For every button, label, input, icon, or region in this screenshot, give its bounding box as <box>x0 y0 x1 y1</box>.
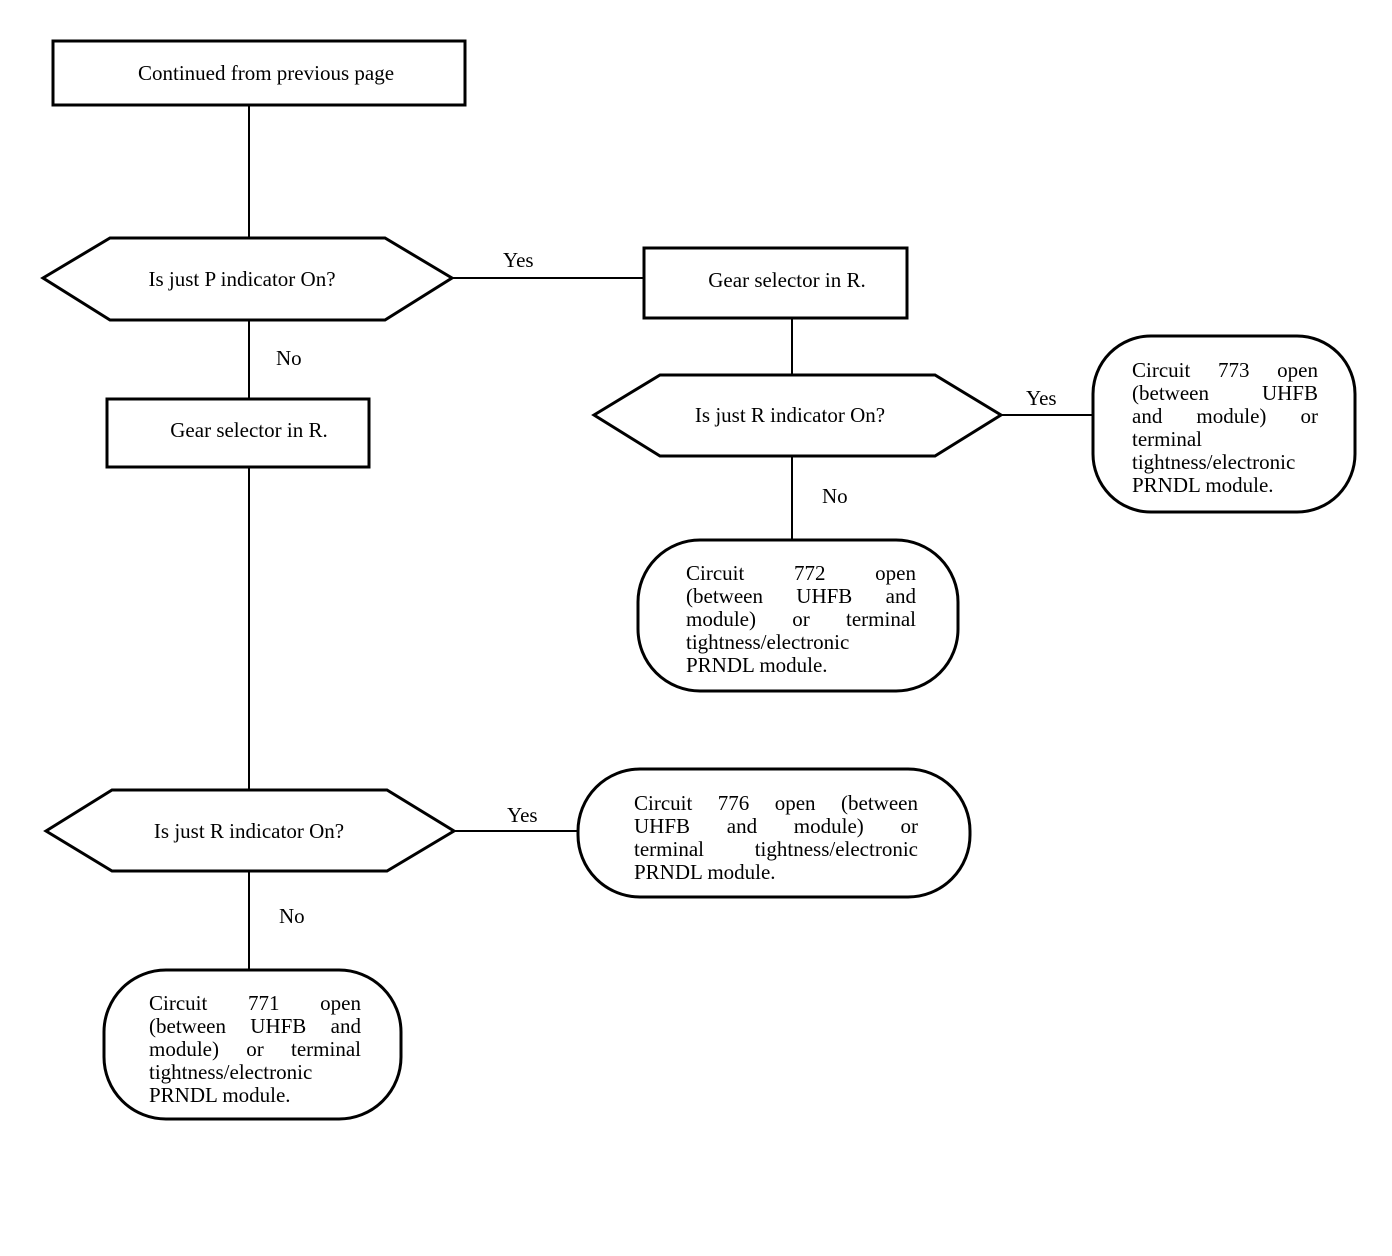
result-text-word: Circuit <box>149 991 207 1015</box>
start-box <box>51 39 467 107</box>
decision-r-on-upper-label: Is just R indicator On? <box>695 403 885 427</box>
result-773-shape <box>1091 334 1357 514</box>
result-text-word: Circuit <box>1132 358 1190 382</box>
result-text-word: open <box>775 791 816 815</box>
result-text-word: or <box>1301 404 1319 428</box>
result-772-node: Circuit 772 open (between UHFB and module) or te… <box>636 538 960 693</box>
result-text-line: tightness/electronic <box>1132 450 1295 474</box>
decision-r-on-lower: Is just R indicator On? <box>43 788 457 873</box>
gear-selector-right-node: Gear selector in R. <box>642 246 909 320</box>
decision-r-on-lower-shape <box>43 788 457 873</box>
result-text-line: tightness/electronic <box>686 630 849 654</box>
result-text-word: and <box>727 814 758 838</box>
result-text-line: PRNDL module. <box>149 1083 291 1107</box>
result-text-word: 773 <box>1218 358 1250 382</box>
result-text-word: module) <box>794 814 864 838</box>
start-label: Continued from previous page <box>138 61 394 85</box>
gear-selector-right-label: Gear selector in R. <box>708 268 865 292</box>
result-text-word: or <box>246 1037 264 1061</box>
result-771-text: Circuit 771 open (between UHFB and module) or te… <box>149 991 361 1107</box>
result-771-node: Circuit 771 open (between UHFB and module) or te… <box>102 968 403 1121</box>
result-text-word: open <box>1277 358 1318 382</box>
result-772-shape <box>636 538 960 693</box>
connectors <box>248 105 1093 970</box>
result-text-word: (between <box>149 1014 226 1038</box>
result-text-word: UHFB <box>250 1014 306 1038</box>
result-text-line: terminal <box>1132 427 1202 451</box>
result-772-text: Circuit 772 open (between UHFB and module) or te… <box>686 561 916 677</box>
gear-selector-right-box <box>642 246 909 320</box>
decision-p-on-shape <box>40 236 455 322</box>
result-text-word: module) <box>1196 404 1266 428</box>
result-text-word: terminal <box>291 1037 361 1061</box>
result-text-word: module) <box>149 1037 219 1061</box>
result-776-shape <box>576 767 972 899</box>
result-text-word: terminal <box>634 837 704 861</box>
edge-label-r-upper-no: No <box>822 484 848 508</box>
result-text-word: and <box>1132 404 1163 428</box>
edge-label-p-yes: Yes <box>503 248 534 272</box>
start-node: Continued from previous page <box>51 39 467 107</box>
result-text-line: PRNDL module. <box>1132 473 1274 497</box>
result-text-word: terminal <box>846 607 916 631</box>
result-text-word: (between <box>686 584 763 608</box>
result-text-word: 771 <box>248 991 280 1015</box>
result-773-text: Circuit 773 open (between UHFB and module) or te… <box>1132 358 1318 497</box>
result-text-word: UHFB <box>1262 381 1318 405</box>
result-text-word: (between <box>1132 381 1209 405</box>
gear-selector-left-node: Gear selector in R. <box>105 397 371 469</box>
result-text-word: and <box>886 584 917 608</box>
decision-r-on-upper: Is just R indicator On? <box>591 373 1004 458</box>
decision-p-on: Is just P indicator On? <box>40 236 455 322</box>
result-text-line: tightness/electronic <box>149 1060 312 1084</box>
result-text-word: or <box>792 607 810 631</box>
result-text-word: 776 <box>718 791 750 815</box>
result-text-word: Circuit <box>686 561 744 585</box>
result-text-word: 772 <box>794 561 826 585</box>
result-text-word: and <box>331 1014 362 1038</box>
result-text-line: PRNDL module. <box>686 653 828 677</box>
result-text-word: (between <box>841 791 918 815</box>
result-text-line: PRNDL module. <box>634 860 776 884</box>
result-text-word: or <box>901 814 919 838</box>
result-text-word: module) <box>686 607 756 631</box>
edge-label-r-lower-yes: Yes <box>507 803 538 827</box>
result-text-word: Circuit <box>634 791 692 815</box>
result-771-shape <box>102 968 403 1121</box>
gear-selector-left-box <box>105 397 371 469</box>
decision-r-on-lower-label: Is just R indicator On? <box>154 819 344 843</box>
decision-r-on-upper-shape <box>591 373 1004 458</box>
gear-selector-left-label: Gear selector in R. <box>170 418 327 442</box>
result-text-word: open <box>875 561 916 585</box>
edge-label-r-lower-no: No <box>279 904 305 928</box>
edge-label-r-upper-yes: Yes <box>1026 386 1057 410</box>
result-text-word: UHFB <box>634 814 690 838</box>
decision-p-on-label: Is just P indicator On? <box>148 267 335 291</box>
result-773-node: Circuit 773 open (between UHFB and module) or te… <box>1091 334 1357 514</box>
result-text-word: tightness/electronic <box>755 837 918 861</box>
result-text-word: open <box>320 991 361 1015</box>
edge-label-p-no: No <box>276 346 302 370</box>
result-text-word: UHFB <box>796 584 852 608</box>
